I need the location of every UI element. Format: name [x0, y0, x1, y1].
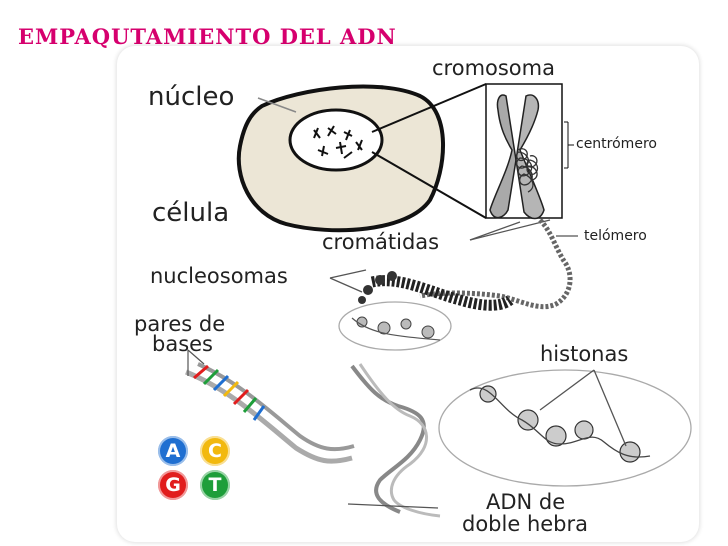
label-centromero: centrómero: [576, 136, 657, 152]
nucleosome-ellipse: [338, 301, 452, 351]
dna-helix-strand-1: [350, 364, 426, 514]
label-telomero: telómero: [584, 228, 647, 244]
chromatin-coils: [516, 148, 539, 193]
label-nucleo: núcleo: [148, 82, 235, 112]
label-adn-line1: ADN de: [486, 490, 566, 514]
histone-ellipse: [438, 369, 692, 487]
nucleus: [288, 108, 384, 172]
label-cromatidas: cromátidas: [322, 230, 440, 254]
label-pares-line2: bases: [152, 332, 214, 356]
page-title: EMPAQUTAMIENTO DEL ADN: [18, 24, 397, 49]
base-t-letter: T: [208, 474, 222, 496]
nucleosome-beads: [356, 316, 435, 339]
label-celula: célula: [152, 198, 230, 228]
zoom-line-bottom: [371, 151, 487, 219]
solenoid: [370, 275, 514, 311]
solenoid-top: [358, 271, 397, 304]
chromatin-fiber: [419, 218, 573, 310]
nucleus-chromosomes: [313, 125, 363, 159]
base-c-circle: C: [200, 436, 230, 466]
chromosome-left-arm: [489, 94, 517, 219]
base-a-circle: A: [158, 436, 188, 466]
label-cromosoma: cromosoma: [432, 56, 555, 80]
base-a-letter: A: [165, 440, 181, 462]
label-histonas: histonas: [540, 342, 629, 366]
nucleo-pointer: [257, 97, 297, 113]
label-pares-line1: pares de: [134, 312, 226, 336]
base-g-letter: G: [165, 474, 181, 496]
label-nucleosomas: nucleosomas: [150, 264, 288, 288]
label-adn-line2: doble hebra: [462, 512, 588, 536]
base-pair-ladder: [185, 362, 355, 464]
base-g-circle: G: [158, 470, 188, 500]
base-c-letter: C: [208, 440, 222, 462]
zoom-line-top: [371, 83, 487, 133]
histone-beads: [479, 385, 641, 463]
dna-helix-strand-2: [358, 363, 441, 518]
chromosome-right-arm: [515, 94, 545, 220]
base-t-circle: T: [200, 470, 230, 500]
